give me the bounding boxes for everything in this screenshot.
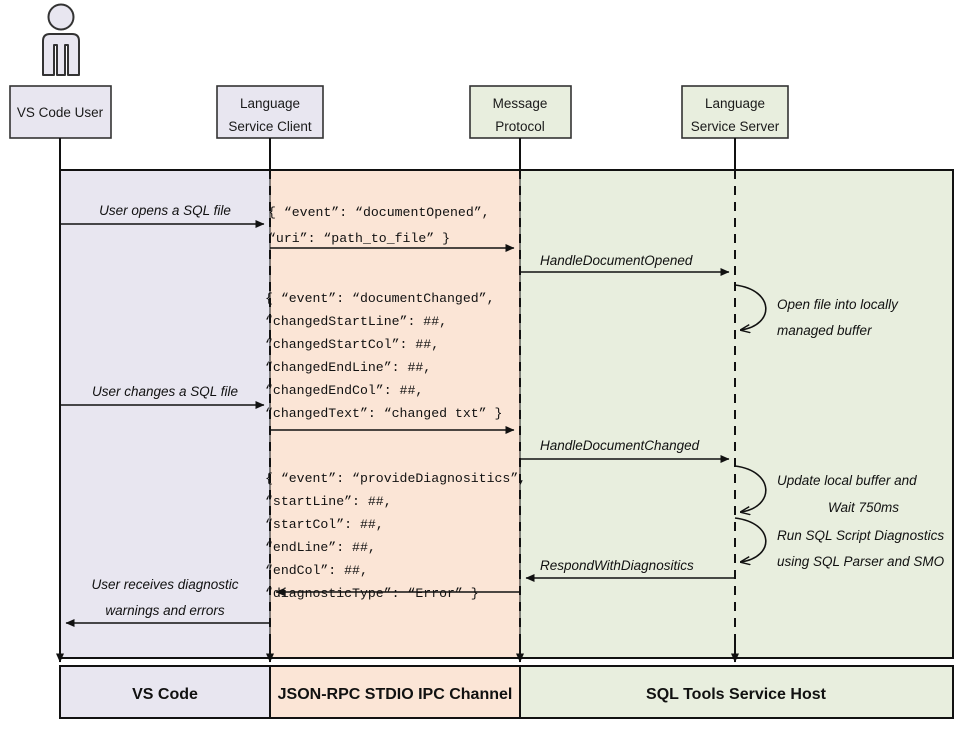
- footer-label-vs-code: VS Code: [132, 686, 198, 703]
- footer-server: [519, 665, 954, 719]
- lifeline-label-line1: Message: [493, 96, 548, 111]
- json-line: “changedEndLine”: ##,: [265, 360, 431, 375]
- footer-label-server: SQL Tools Service Host: [646, 686, 827, 703]
- lifeline-label-line2: Service Server: [691, 119, 780, 134]
- self-loop-run-sql-script-diagnostics: Run SQL Script Diagnostics using SQL Par…: [734, 517, 945, 569]
- band-vs-code: [60, 170, 270, 658]
- self-loop-label-line1: Update local buffer and: [777, 473, 917, 488]
- label-handle-document-changed: HandleDocumentChanged: [540, 438, 700, 453]
- lifeline-vs-code-user[interactable]: VS Code User: [9, 85, 112, 170]
- label-user-changes-sql-file: User changes a SQL file: [92, 384, 238, 399]
- self-loop-label-line2: using SQL Parser and SMO: [777, 554, 945, 569]
- lifeline-label-line1: Language: [240, 96, 300, 111]
- self-loop-update-local-buffer-wait: Update local buffer and Wait 750ms: [734, 465, 917, 515]
- footer-label-ipc: JSON-RPC STDIO IPC Channel: [278, 686, 513, 703]
- self-loop-label-line1: Open file into locally: [777, 297, 899, 312]
- lifeline-terminators: [56, 640, 739, 663]
- band-server: [520, 170, 953, 658]
- lifeline-message-protocol[interactable]: Message Protocol: [469, 85, 572, 170]
- json-line: “startCol”: ##,: [265, 517, 384, 532]
- lifeline-dashes: [59, 170, 736, 658]
- footer-vs-code: [59, 665, 271, 719]
- self-loop-label-line2: managed buffer: [777, 323, 872, 338]
- footer-ipc: [269, 665, 521, 719]
- json-line: “changedEndCol”: ##,: [265, 383, 423, 398]
- json-line: “diagnosticType”: “Error” }: [265, 586, 479, 601]
- json-line: { “event”: “documentChanged”,: [265, 291, 495, 306]
- json-line: “changedStartLine”: ##,: [265, 314, 447, 329]
- lifeline-headers: VS Code User Language Service Client Mes…: [9, 85, 789, 170]
- label-respond-with-diagnositics: RespondWithDiagnositics: [540, 558, 694, 573]
- document-opened-payload: { “event”: “documentOpened”, “uri”: “pat…: [268, 205, 490, 246]
- label-user-receives-diagnostics-line2: warnings and errors: [105, 603, 225, 618]
- json-line: “changedText”: “changed txt” }: [265, 406, 502, 421]
- provide-diagnositics-payload: { “event”: “provideDiagnositics”, “start…: [265, 471, 526, 601]
- label-user-receives-diagnostics-line1: User receives diagnostic: [91, 577, 238, 592]
- vs-code-user-actor: [42, 3, 80, 76]
- json-line: “endCol”: ##,: [265, 563, 368, 578]
- swimlane-bands: [59, 169, 954, 659]
- message-labels: User opens a SQL file HandleDocumentOpen…: [91, 203, 699, 618]
- json-line: “endLine”: ##,: [265, 540, 376, 555]
- lifeline-language-service-server[interactable]: Language Service Server: [681, 85, 789, 170]
- self-loops: Open file into locally managed buffer Up…: [734, 284, 945, 569]
- self-loop-open-file-into-buffer: Open file into locally managed buffer: [734, 284, 899, 338]
- json-line: { “event”: “documentOpened”,: [268, 205, 490, 220]
- lifeline-label-line2: Protocol: [495, 119, 545, 134]
- json-line: “changedStartCol”: ##,: [265, 337, 439, 352]
- json-line: “startLine”: ##,: [265, 494, 392, 509]
- lifeline-label-line1: Language: [705, 96, 765, 111]
- label-handle-document-opened: HandleDocumentOpened: [540, 253, 693, 268]
- self-loop-label-line1: Run SQL Script Diagnostics: [777, 528, 944, 543]
- band-ipc: [270, 170, 520, 658]
- json-payload-blocks: { “event”: “documentOpened”, “uri”: “pat…: [265, 205, 526, 601]
- self-loop-label-line2: Wait 750ms: [828, 500, 899, 515]
- json-line: { “event”: “provideDiagnositics”,: [265, 471, 526, 486]
- lifeline-label: VS Code User: [17, 105, 104, 120]
- document-changed-payload: { “event”: “documentChanged”, “changedSt…: [265, 291, 502, 421]
- json-line: “uri”: “path_to_file” }: [268, 231, 450, 246]
- label-user-opens-sql-file: User opens a SQL file: [99, 203, 231, 218]
- message-arrows: [60, 220, 735, 627]
- lifeline-language-service-client[interactable]: Language Service Client: [216, 85, 324, 170]
- footer-bands: VS Code JSON-RPC STDIO IPC Channel SQL T…: [59, 665, 954, 719]
- lifeline-label-line2: Service Client: [228, 119, 312, 134]
